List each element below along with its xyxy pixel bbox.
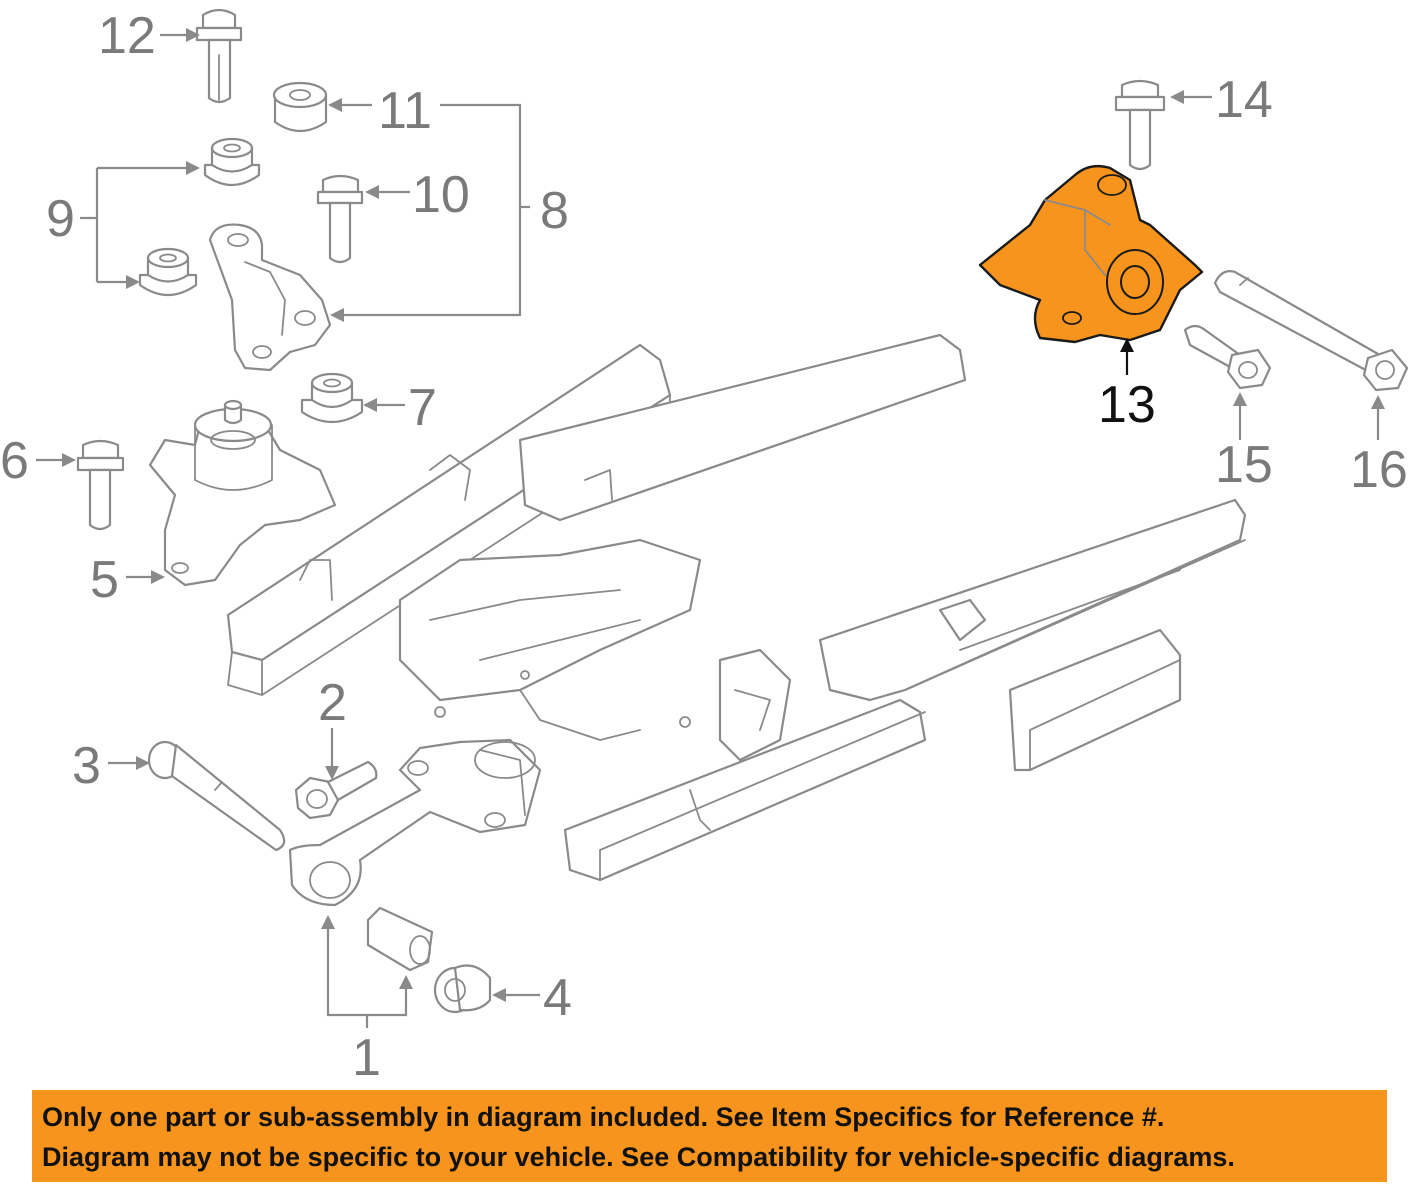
part-3-bolt <box>147 740 286 852</box>
part-10-bolt <box>316 174 364 264</box>
leader-lines <box>36 28 1385 1028</box>
callout-9: 9 <box>46 190 75 248</box>
part-2-bolt <box>294 760 378 820</box>
callout-16: 16 <box>1350 441 1408 499</box>
disclaimer-banner: Only one part or sub-assembly in diagram… <box>32 1090 1387 1182</box>
part-7-washer <box>300 372 364 423</box>
diagram-canvas: 12 11 10 8 9 7 6 5 2 3 4 1 14 13 15 16 <box>0 7 1409 1087</box>
callout-6: 6 <box>0 432 29 490</box>
part-13-transmission-mount <box>978 164 1204 344</box>
part-9-washers <box>138 137 261 296</box>
part-14-bolt <box>1114 79 1166 171</box>
callout-labels: 12 11 10 8 9 7 6 5 2 3 4 1 14 13 15 16 <box>0 7 1408 1087</box>
callout-1: 1 <box>352 1029 381 1087</box>
callout-10: 10 <box>412 166 470 224</box>
part-5-engine-mount <box>148 399 337 587</box>
disclaimer-line-2: Diagram may not be specific to your vehi… <box>42 1142 1235 1172</box>
part-12-bolt <box>195 8 243 104</box>
part-15-bolt <box>1183 324 1272 390</box>
callout-8: 8 <box>540 182 569 240</box>
part-4-washer <box>433 964 492 1014</box>
part-8-bracket <box>208 223 332 372</box>
part-13-body <box>978 164 1204 344</box>
frame-assembly <box>226 333 1247 882</box>
callout-14: 14 <box>1215 71 1273 129</box>
callout-11: 11 <box>378 82 432 140</box>
part-6-bolt <box>76 439 125 531</box>
callout-13: 13 <box>1098 376 1156 434</box>
callout-2: 2 <box>318 674 347 732</box>
part-11-bushing <box>272 81 328 133</box>
callout-12: 12 <box>98 7 156 65</box>
callout-5: 5 <box>90 551 119 609</box>
callout-7: 7 <box>408 379 437 437</box>
callout-3: 3 <box>72 737 101 795</box>
disclaimer-line-1: Only one part or sub-assembly in diagram… <box>42 1102 1165 1132</box>
callout-15: 15 <box>1215 436 1273 494</box>
part-1-torque-rod <box>288 738 542 907</box>
part-1-sleeve <box>366 906 434 972</box>
part-16-bolt <box>1213 270 1409 392</box>
callout-4: 4 <box>543 969 572 1027</box>
